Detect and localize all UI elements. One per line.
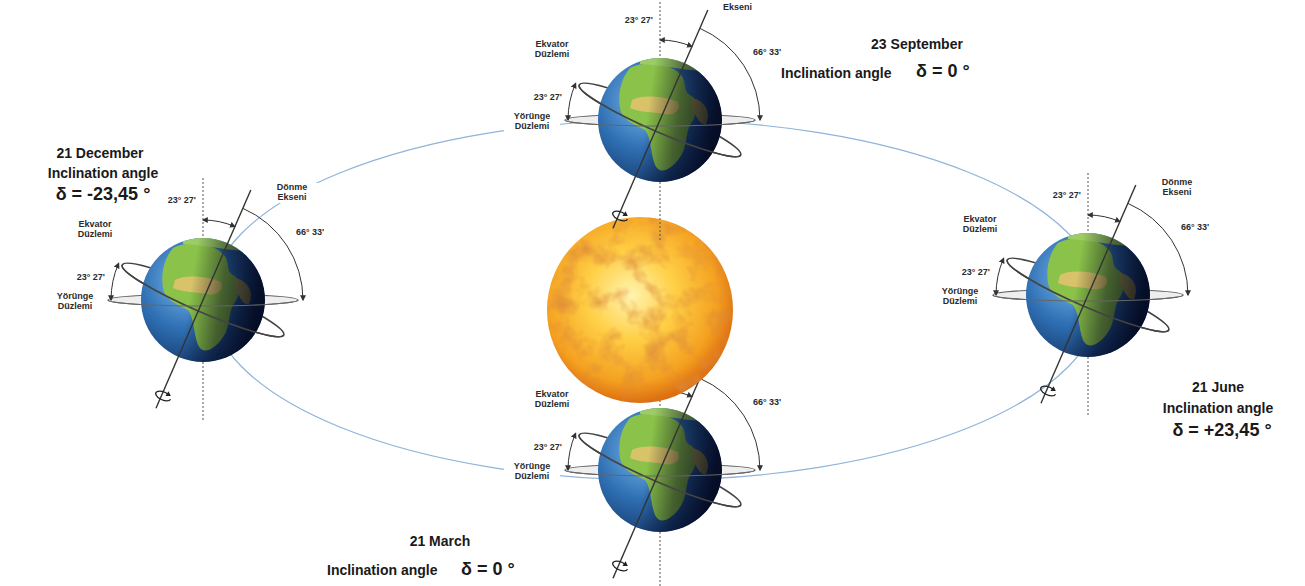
plane-label: Ekvator Düzlemi	[67, 220, 123, 240]
date-label: 21 December	[55, 146, 144, 161]
angle-label: 23° 27'	[533, 93, 563, 103]
angle-label: 23° 27'	[624, 16, 654, 26]
earth-september	[565, 0, 760, 242]
plane-label: Yörünge Düzlemi	[47, 292, 103, 312]
angle-label: 66° 33'	[752, 398, 782, 408]
angle-label: 66° 33'	[295, 228, 325, 238]
earth-december	[108, 178, 303, 422]
plane-label: Yörünge Düzlemi	[504, 112, 560, 132]
date-label: 21 March	[409, 534, 472, 549]
declination-value: δ = -23,45 °	[55, 185, 152, 205]
date-label: 23 September	[870, 37, 964, 52]
plane-label: Ekvator Düzlemi	[524, 390, 580, 410]
axis-label: Dönme Ekseni	[1150, 178, 1204, 198]
inclination-caption: Inclination angle	[1162, 401, 1274, 416]
plane-label: Ekvator Düzlemi	[952, 215, 1008, 235]
earth-june	[993, 173, 1188, 417]
date-label: 21 June	[1191, 380, 1245, 395]
angle-label: 23° 27'	[1052, 191, 1082, 201]
angle-label: 66° 33'	[752, 48, 782, 58]
declination-value: δ = 0 °	[460, 560, 516, 580]
angle-label: 23° 27'	[961, 268, 991, 278]
angle-label: 23° 27'	[167, 196, 197, 206]
axis-label: Ekseni	[722, 3, 753, 13]
plane-label: Ekvator Düzlemi	[524, 40, 580, 60]
inclination-caption: Inclination angle	[326, 563, 438, 578]
axis-label: Dönme Ekseni	[265, 183, 319, 203]
angle-label: 23° 27'	[533, 443, 563, 453]
declination-value: δ = 0 °	[915, 62, 971, 82]
sun	[547, 217, 733, 403]
angle-label: 66° 33'	[1180, 223, 1210, 233]
angle-label: 23° 27'	[76, 273, 106, 283]
inclination-caption: Inclination angle	[47, 166, 159, 181]
plane-label: Yörünge Düzlemi	[932, 287, 988, 307]
inclination-caption: Inclination angle	[780, 66, 892, 81]
plane-label: Yörünge Düzlemi	[504, 462, 560, 482]
declination-value: δ = +23,45 °	[1171, 421, 1272, 441]
